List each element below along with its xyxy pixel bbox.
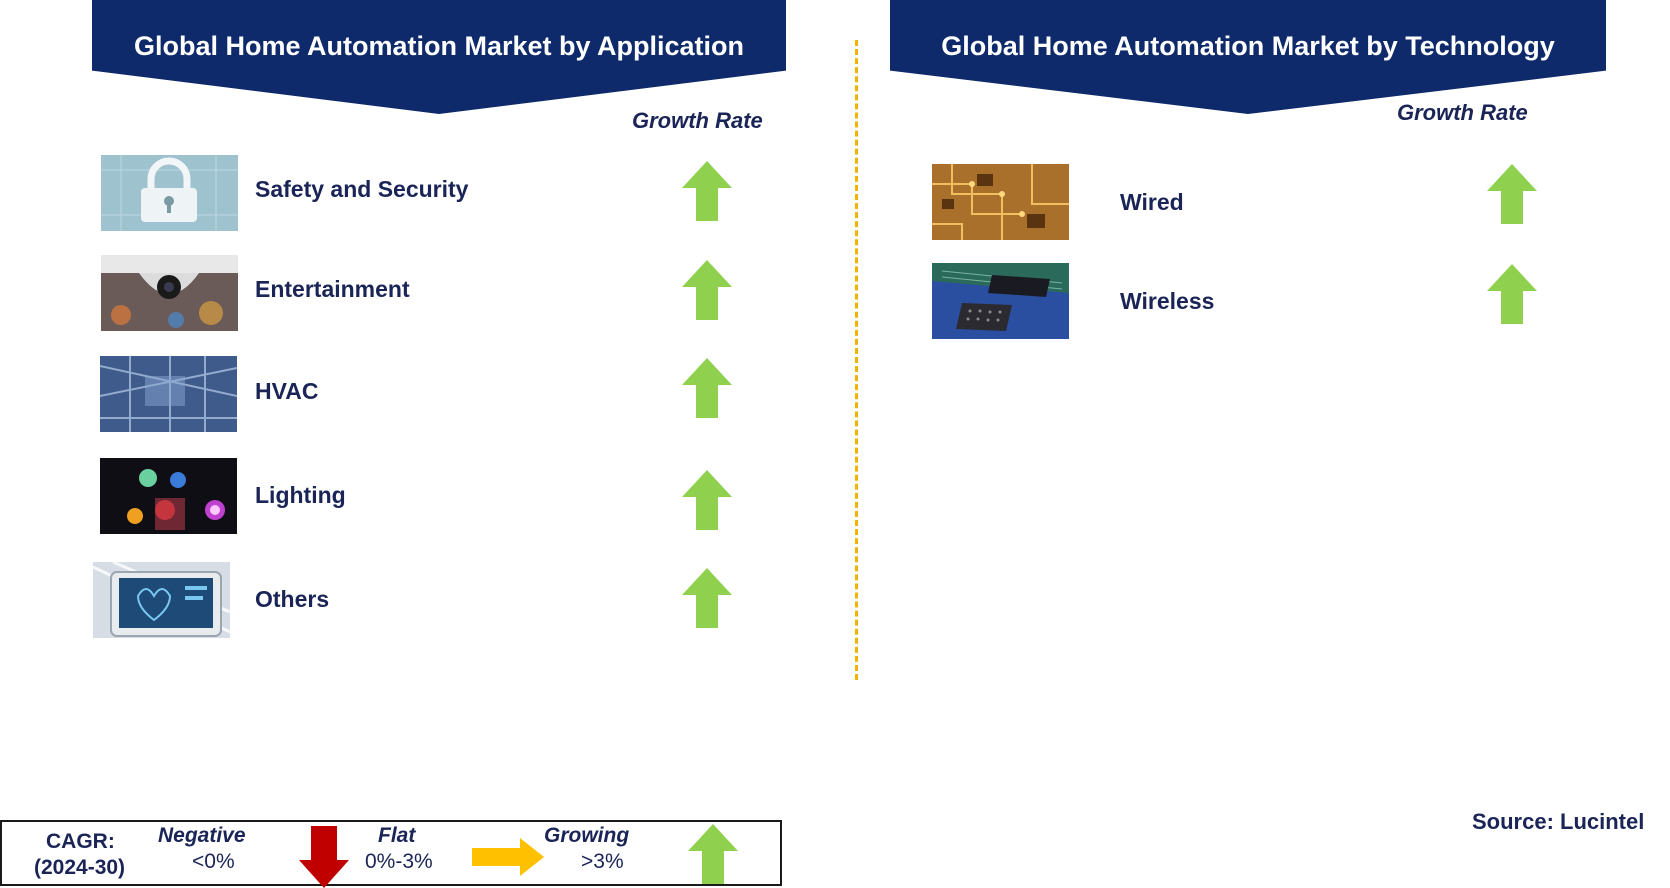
- padlock-icon: [101, 155, 238, 231]
- up-arrow-icon: [682, 260, 732, 320]
- up-arrow-icon: [682, 358, 732, 418]
- technology-title: Global Home Automation Market by Technol…: [941, 31, 1555, 61]
- light-bulbs-icon: [100, 458, 237, 534]
- application-item-hvac: HVAC: [255, 378, 319, 404]
- up-arrow-icon: [682, 470, 732, 530]
- ductwork-icon: [100, 356, 237, 432]
- source-credit: Source: Lucintel: [1472, 809, 1645, 834]
- up-arrow-icon: [682, 161, 732, 221]
- up-arrow-icon: [688, 824, 738, 884]
- legend-negative-label: Negative: [158, 824, 246, 847]
- circuit-board-icon: [932, 164, 1069, 240]
- application-item-others: Others: [255, 586, 330, 612]
- legend-growing-label: Growing: [544, 824, 630, 847]
- application-item-safety-security: Safety and Security: [255, 176, 469, 202]
- legend-growing-range: >3%: [581, 850, 624, 873]
- legend-period: (2024-30): [34, 856, 126, 879]
- up-arrow-icon: [1487, 164, 1537, 224]
- technology-item-wired: Wired: [1120, 189, 1184, 215]
- chip-icon: [932, 263, 1069, 339]
- tablet-icon: [93, 562, 230, 638]
- legend-negative-range: <0%: [192, 850, 235, 873]
- up-arrow-icon: [1487, 264, 1537, 324]
- down-arrow-icon: [299, 826, 349, 888]
- camera-icon: [101, 255, 238, 331]
- up-arrow-icon: [682, 568, 732, 628]
- application-item-entertainment: Entertainment: [255, 276, 410, 302]
- legend-flat-label: Flat: [378, 824, 416, 847]
- technology-growth-rate-label: Growth Rate: [1397, 100, 1528, 125]
- legend-flat-range: 0%-3%: [365, 850, 433, 873]
- application-title-banner: Global Home Automation Market by Applica…: [92, 0, 786, 114]
- technology-item-wireless: Wireless: [1120, 288, 1215, 314]
- cagr-legend: CAGR: (2024-30) Negative <0% Flat 0%-3% …: [0, 820, 782, 888]
- right-arrow-icon: [472, 838, 544, 876]
- technology-title-banner: Global Home Automation Market by Technol…: [890, 0, 1606, 114]
- application-item-lighting: Lighting: [255, 482, 346, 508]
- panel-divider: [855, 40, 858, 680]
- application-title: Global Home Automation Market by Applica…: [133, 31, 745, 61]
- legend-cagr-label: CAGR:: [46, 830, 115, 853]
- application-growth-rate-label: Growth Rate: [632, 108, 763, 133]
